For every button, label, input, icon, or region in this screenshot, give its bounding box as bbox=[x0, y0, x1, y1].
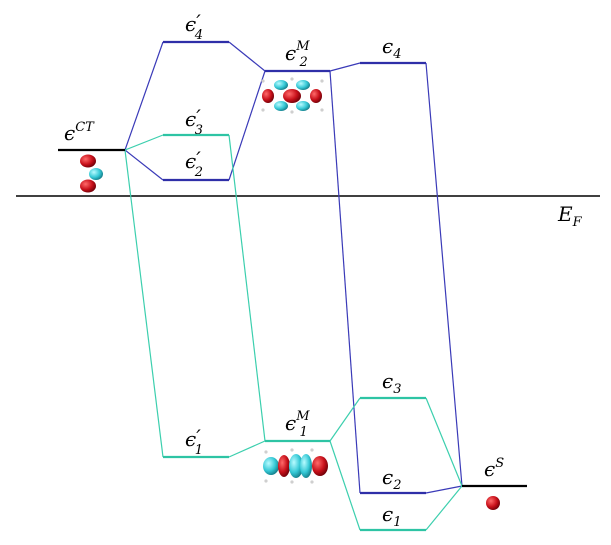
connector-eps1m-to-eps1 bbox=[329, 440, 361, 531]
s-orbital-icon bbox=[486, 496, 500, 510]
label-eps1p: ϵ′1 bbox=[185, 425, 203, 458]
label-eps1: ϵ1 bbox=[382, 502, 401, 530]
connector-eps2p-to-eps2m bbox=[228, 70, 266, 181]
label-eps4p: ϵ′4 bbox=[185, 10, 203, 43]
connector-eps4p-to-eps2m bbox=[228, 41, 266, 72]
connector-eps1-to-eps-s bbox=[425, 485, 463, 531]
label-eps3p: ϵ′3 bbox=[185, 105, 203, 138]
connector-eps3-to-eps-s bbox=[425, 397, 463, 487]
connector-ct-to-eps4p bbox=[124, 41, 164, 151]
connector-eps2m-to-eps4 bbox=[329, 62, 361, 72]
label-fermi-energy: EF bbox=[557, 202, 583, 230]
label-eps2p: ϵ′2 bbox=[185, 147, 203, 180]
blue-connectors bbox=[124, 41, 463, 494]
label-eps2: ϵ2 bbox=[382, 465, 401, 493]
connector-eps3p-to-eps1m bbox=[228, 134, 266, 442]
m1-orbital-icon bbox=[263, 448, 328, 484]
connector-ct-to-eps2p bbox=[124, 149, 164, 181]
connector-eps1p-to-eps1m bbox=[228, 440, 266, 458]
connector-eps4-to-eps-s bbox=[425, 62, 463, 487]
m2-orbital-icon bbox=[261, 77, 324, 114]
connector-ct-to-eps3p bbox=[124, 134, 164, 151]
connector-ct-to-eps1p bbox=[124, 149, 164, 458]
connector-eps2m-to-eps2 bbox=[329, 70, 361, 494]
ct-orbital-icon bbox=[80, 154, 103, 193]
connector-eps2-to-eps-s bbox=[425, 485, 463, 494]
connector-eps1m-to-eps3 bbox=[329, 397, 361, 442]
label-eps3: ϵ3 bbox=[382, 369, 401, 397]
label-eps4: ϵ4 bbox=[382, 34, 401, 62]
teal-connectors bbox=[124, 134, 463, 531]
label-eps-s: ϵS bbox=[484, 456, 504, 481]
label-eps-ct: ϵCT bbox=[64, 120, 95, 145]
